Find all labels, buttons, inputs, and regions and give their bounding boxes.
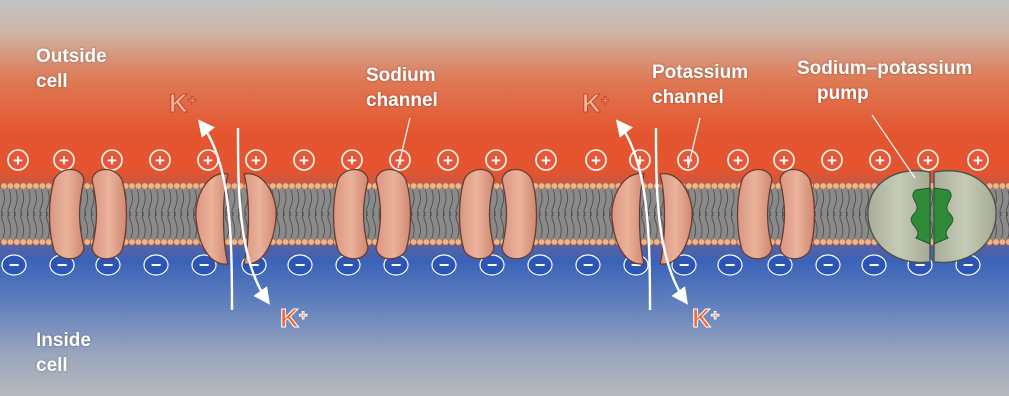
- svg-text:+: +: [827, 151, 837, 170]
- svg-text:+: +: [923, 151, 933, 170]
- positive-charge: +: [586, 150, 606, 170]
- svg-text:+: +: [251, 151, 261, 170]
- negative-charge: −: [816, 255, 840, 275]
- positive-charge: +: [536, 150, 556, 170]
- svg-text:−: −: [487, 255, 498, 275]
- svg-text:+: +: [347, 151, 357, 170]
- positive-charge: +: [728, 150, 748, 170]
- negative-charge: −: [576, 255, 600, 275]
- k-charge: +: [711, 307, 720, 324]
- sodium-label-line-2: channel: [366, 88, 438, 113]
- inside-label-line-1: Inside: [36, 328, 91, 353]
- svg-text:+: +: [591, 151, 601, 170]
- negative-charge: −: [528, 255, 552, 275]
- negative-charge: −: [2, 255, 26, 275]
- svg-text:−: −: [295, 255, 306, 275]
- sodium-potassium-pump-label: Sodium–potassium pump: [797, 56, 972, 106]
- sodium-channel-label: Sodium channel: [366, 63, 438, 113]
- k-symbol: K: [582, 88, 601, 118]
- k-charge: +: [299, 307, 308, 324]
- positive-charge: +: [774, 150, 794, 170]
- potassium-label-line-2: channel: [652, 85, 748, 110]
- svg-text:+: +: [973, 151, 983, 170]
- positive-charge: +: [438, 150, 458, 170]
- potassium-label-line-1: Potassium: [652, 60, 748, 85]
- svg-text:−: −: [199, 255, 210, 275]
- sodium-label-line-1: Sodium: [366, 63, 438, 88]
- k-ion-inside-1: K+: [280, 305, 308, 331]
- svg-text:+: +: [779, 151, 789, 170]
- negative-charge: −: [718, 255, 742, 275]
- negative-charge: −: [432, 255, 456, 275]
- positive-charge: +: [246, 150, 266, 170]
- outside-label-line-2: cell: [36, 69, 107, 94]
- svg-text:+: +: [733, 151, 743, 170]
- svg-text:+: +: [491, 151, 501, 170]
- negative-charge: −: [862, 255, 886, 275]
- positive-charge: +: [54, 150, 74, 170]
- svg-text:+: +: [203, 151, 213, 170]
- svg-text:+: +: [155, 151, 165, 170]
- svg-text:−: −: [9, 255, 20, 275]
- positive-charge: +: [8, 150, 28, 170]
- k-charge: +: [188, 92, 197, 109]
- svg-text:−: −: [439, 255, 450, 275]
- potassium-channel-label: Potassium channel: [652, 60, 748, 110]
- svg-text:+: +: [59, 151, 69, 170]
- inside-label-line-2: cell: [36, 353, 91, 378]
- k-charge: +: [601, 92, 610, 109]
- k-ion-outside-2: K+: [582, 90, 610, 116]
- positive-charge: +: [342, 150, 362, 170]
- positive-charge: +: [822, 150, 842, 170]
- positive-charge: +: [150, 150, 170, 170]
- svg-text:−: −: [869, 255, 880, 275]
- positive-charge: +: [486, 150, 506, 170]
- svg-text:−: −: [725, 255, 736, 275]
- svg-text:−: −: [151, 255, 162, 275]
- svg-text:+: +: [443, 151, 453, 170]
- positive-charge: +: [918, 150, 938, 170]
- k-symbol: K: [692, 303, 711, 333]
- svg-text:+: +: [299, 151, 309, 170]
- svg-text:−: −: [583, 255, 594, 275]
- svg-text:−: −: [823, 255, 834, 275]
- svg-text:−: −: [679, 255, 690, 275]
- positive-charge: +: [294, 150, 314, 170]
- pump-label-line-1: Sodium–potassium: [797, 56, 972, 81]
- svg-text:+: +: [541, 151, 551, 170]
- positive-charge: +: [968, 150, 988, 170]
- svg-text:+: +: [875, 151, 885, 170]
- positive-charge: +: [102, 150, 122, 170]
- pump-label-line-2: pump: [797, 81, 972, 106]
- svg-text:+: +: [13, 151, 23, 170]
- svg-text:−: −: [535, 255, 546, 275]
- inside-cell-label: Inside cell: [36, 328, 91, 378]
- positive-charge: +: [870, 150, 890, 170]
- outside-cell-label: Outside cell: [36, 44, 107, 94]
- positive-charge: +: [198, 150, 218, 170]
- svg-text:+: +: [107, 151, 117, 170]
- negative-charge: −: [144, 255, 168, 275]
- k-ion-outside-1: K+: [169, 90, 197, 116]
- k-symbol: K: [280, 303, 299, 333]
- k-ion-inside-2: K+: [692, 305, 720, 331]
- k-symbol: K: [169, 88, 188, 118]
- svg-text:−: −: [775, 255, 786, 275]
- outside-label-line-1: Outside: [36, 44, 107, 69]
- negative-charge: −: [288, 255, 312, 275]
